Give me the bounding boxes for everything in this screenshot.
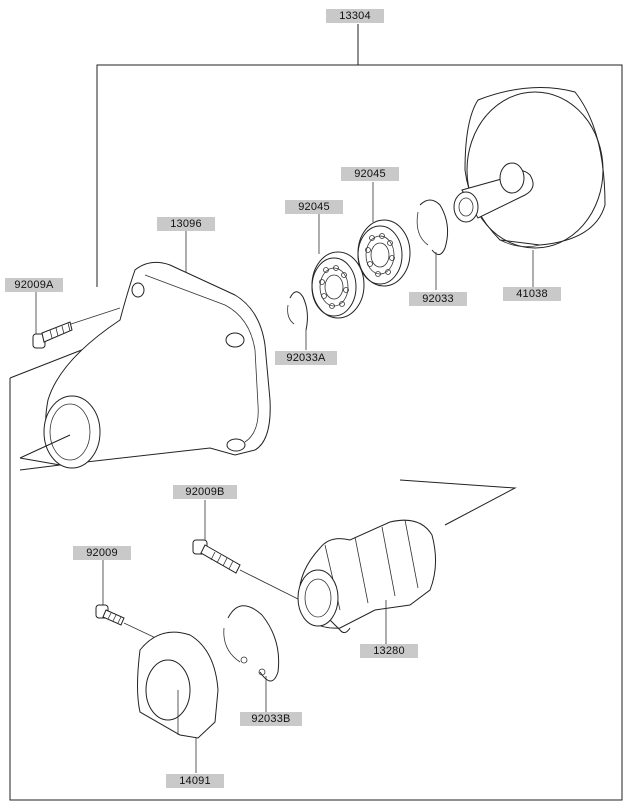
label-92033a: 92033A	[275, 351, 337, 365]
label-92033: 92033	[409, 292, 467, 306]
label-92045-upper: 92045	[341, 167, 399, 181]
bolt-shape	[95, 560, 161, 641]
label-92045-lower: 92045	[285, 200, 343, 214]
label-14091: 14091	[166, 774, 224, 788]
clutch-drum-shape	[453, 87, 606, 287]
circlip-shape	[416, 199, 449, 290]
label-13280: 13280	[360, 644, 418, 658]
bolt-a-shape	[32, 292, 73, 349]
circlip-b-shape	[223, 605, 280, 712]
bolt-b-shape	[192, 500, 301, 601]
clutch-shoe-shape	[297, 519, 436, 644]
assembly-arrow	[399, 479, 517, 526]
label-92033b: 92033B	[240, 712, 302, 726]
label-92009b: 92009B	[173, 485, 237, 499]
bearing-2-shape	[357, 182, 411, 287]
label-92009a: 92009A	[5, 278, 63, 292]
label-41038: 41038	[503, 287, 561, 301]
housing-shape	[19, 231, 271, 471]
bearing-1-shape	[311, 214, 365, 319]
label-13096: 13096	[157, 217, 215, 231]
label-13304: 13304	[326, 9, 384, 23]
circlip-a-shape	[287, 291, 308, 350]
cover-shape	[137, 631, 219, 773]
label-92009: 92009	[73, 546, 131, 560]
